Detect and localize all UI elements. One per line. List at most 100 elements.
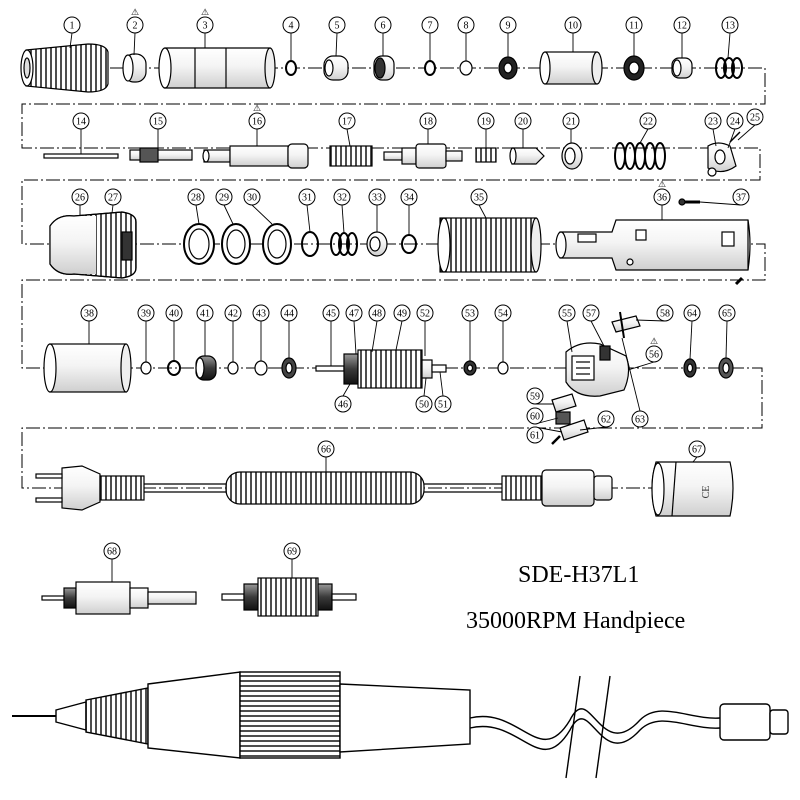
row-6-subassemblies — [41, 577, 357, 617]
callout-number: 28 — [191, 193, 201, 204]
callout-51: 51 — [434, 371, 452, 413]
product-description: 35000RPM Handpiece — [466, 608, 686, 634]
callout-number: 15 — [153, 117, 163, 128]
callout-50: 50 — [415, 377, 433, 413]
part-69-rotor-assembly — [221, 577, 357, 617]
callout-circle — [283, 542, 301, 560]
callout-leader — [423, 377, 427, 397]
part-17-spring — [329, 145, 373, 167]
callout-circle — [514, 112, 532, 130]
part-7-ring — [424, 60, 436, 76]
callout-leader — [346, 128, 351, 147]
callout-7: 7 — [421, 16, 439, 61]
callout-leader — [371, 320, 378, 353]
callout-48: 48 — [368, 304, 386, 353]
callout-circle — [103, 542, 121, 560]
callout-65: 65 — [718, 304, 736, 359]
callout-number: 12 — [677, 21, 687, 32]
assembled-handpiece-illustration — [12, 671, 789, 779]
callout-circle — [368, 188, 386, 206]
callout-leader — [251, 204, 273, 225]
callout-59: 59 — [526, 387, 554, 405]
callout-number: 35 — [474, 193, 484, 204]
callout-number: 5 — [335, 21, 340, 32]
callout-number: 27 — [108, 193, 118, 204]
callout-number: 17 — [342, 117, 352, 128]
callout-35: 35 — [470, 188, 488, 219]
callout-circle — [419, 112, 437, 130]
callout-leader — [439, 371, 444, 397]
callout-8: 8 — [457, 16, 475, 61]
callout-leader — [579, 426, 607, 431]
callout-leader — [478, 204, 487, 219]
row-5-cord: CE — [35, 461, 734, 517]
callout-leader — [635, 319, 666, 322]
callout-circle — [298, 188, 316, 206]
callout-number: 47 — [349, 309, 359, 320]
callout-leader — [566, 320, 573, 353]
callout-circle — [149, 112, 167, 130]
warning-icon: ⚠ — [253, 103, 261, 113]
callout-circle — [137, 304, 155, 322]
callout-44: 44 — [280, 304, 298, 358]
part-43-washer — [254, 360, 268, 376]
callout-circle — [252, 304, 270, 322]
callout-number: 10 — [568, 21, 578, 32]
part-6-cap — [373, 55, 395, 81]
callout-circle — [421, 16, 439, 34]
callout-number: 9 — [506, 21, 511, 32]
part-53-bearing — [463, 360, 477, 376]
callout-number: 3 — [203, 21, 208, 32]
callout-49: 49 — [393, 304, 411, 351]
callout-number: 33 — [372, 193, 382, 204]
callout-53: 53 — [461, 304, 479, 361]
callout-circle — [126, 16, 144, 34]
callout-64: 64 — [683, 304, 701, 360]
callout-number: 67 — [692, 445, 702, 456]
callout-circle — [104, 188, 122, 206]
callout-circle — [499, 16, 517, 34]
callout-leader — [621, 337, 641, 412]
part-15-shaft — [129, 147, 193, 163]
part-42-washer — [227, 361, 239, 375]
callout-circle — [631, 410, 649, 428]
callout-number: 49 — [397, 309, 407, 320]
callout-52: 52 — [416, 304, 434, 356]
callout-number: 29 — [219, 193, 229, 204]
callout-number: 18 — [423, 117, 433, 128]
warning-icon: ⚠ — [658, 179, 666, 189]
warning-icon: ⚠ — [650, 336, 658, 346]
callout-circle — [280, 304, 298, 322]
callout-circle — [625, 16, 643, 34]
callout-number: 37 — [736, 193, 746, 204]
callout-circle — [526, 407, 544, 425]
callout-31: 31 — [298, 188, 316, 233]
callout-11: 11 — [625, 16, 643, 56]
callout-leader — [725, 320, 728, 359]
part-2-collar — [122, 53, 147, 83]
callout-26: 26 — [71, 188, 89, 216]
callout-circle — [645, 345, 663, 363]
callout-circle — [416, 304, 434, 322]
callout-circle — [328, 16, 346, 34]
callout-number: 58 — [660, 309, 670, 320]
callout-62: 62 — [579, 410, 615, 431]
callout-number: 14 — [76, 117, 86, 128]
callout-number: 68 — [107, 547, 117, 558]
callout-leader — [639, 128, 649, 144]
callout-leader — [195, 204, 200, 225]
callout-14: 14 — [72, 112, 90, 154]
callout-circle — [338, 112, 356, 130]
callout-number: 22 — [643, 117, 653, 128]
callout-circle — [526, 387, 544, 405]
callout-number: 42 — [228, 309, 238, 320]
callout-circle — [597, 410, 615, 428]
callout-circle — [374, 16, 392, 34]
callout-number: 25 — [750, 113, 760, 124]
callout-leader — [627, 361, 655, 371]
row-2-parts — [43, 131, 741, 177]
part-38-sleeve — [43, 343, 132, 393]
callout-number: 50 — [419, 400, 429, 411]
callout-leader — [353, 320, 357, 355]
callout-23: 23 — [704, 112, 722, 147]
